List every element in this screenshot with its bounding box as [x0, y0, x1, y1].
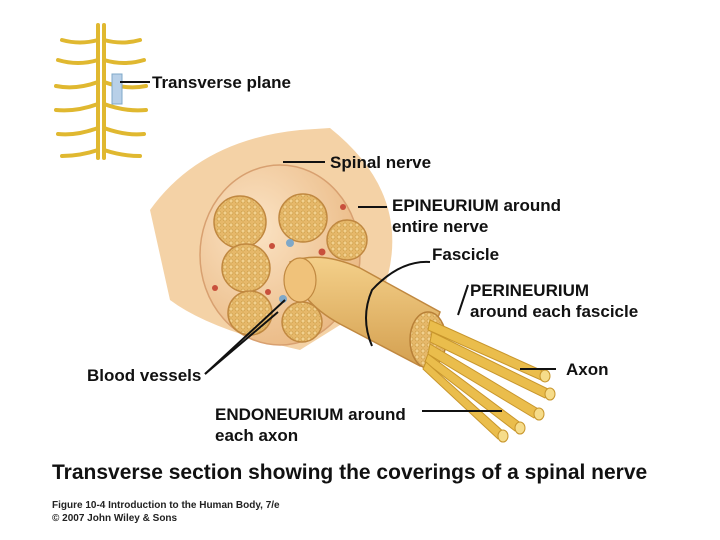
leader-lines — [120, 81, 556, 412]
label-blood-vessels: Blood vessels — [87, 366, 202, 385]
label-perineurium-line1: PERINEURIUM — [470, 281, 590, 300]
transverse-plane-marker — [111, 73, 123, 105]
label-fascicle: Fascicle — [432, 245, 500, 264]
fascicle — [227, 290, 273, 336]
spinal-cord-icon — [54, 23, 148, 160]
label-epineurium-line1: EPINEURIUM around — [392, 196, 562, 215]
axons — [422, 319, 556, 443]
label-transverse-plane: Transverse plane — [152, 73, 291, 92]
fascicle — [326, 219, 368, 261]
label-endoneurium-line2: each axon — [215, 426, 299, 445]
fascicle — [221, 243, 271, 293]
figure-credit: Figure 10-4 Introduction to the Human Bo… — [52, 500, 280, 511]
figure-caption: Transverse section showing the coverings… — [52, 461, 648, 484]
fascicle — [278, 193, 328, 243]
label-spinal-nerve: Spinal nerve — [330, 153, 432, 172]
fascicle — [213, 195, 267, 249]
label-axon: Axon — [566, 360, 609, 379]
label-perineurium-line2: around each fascicle — [470, 302, 639, 321]
blood-vessels — [212, 204, 346, 303]
label-epineurium-line2: entire nerve — [392, 217, 489, 236]
label-endoneurium-line1: ENDONEURIUM around — [215, 405, 406, 424]
copyright-credit: © 2007 John Wiley & Sons — [52, 513, 178, 524]
